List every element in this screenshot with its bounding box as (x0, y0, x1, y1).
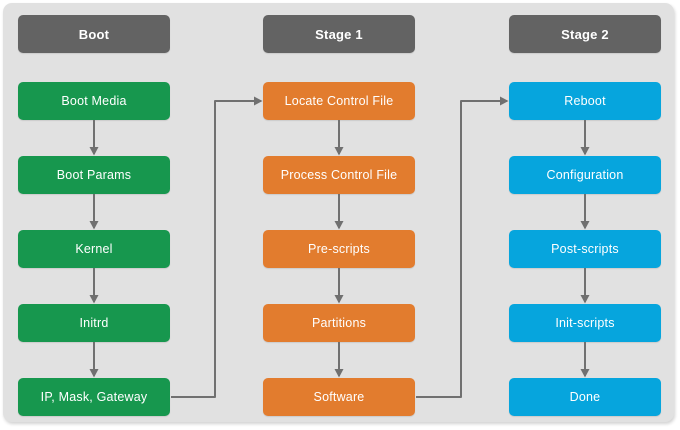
diagram-canvas (3, 3, 674, 422)
node-partitions: Partitions (263, 304, 415, 342)
node-reboot: Reboot (509, 82, 661, 120)
node-init-scripts: Init-scripts (509, 304, 661, 342)
node-ip-mask-gateway: IP, Mask, Gateway (18, 378, 170, 416)
column-header-stage2: Stage 2 (509, 15, 661, 53)
node-boot-params: Boot Params (18, 156, 170, 194)
node-post-scripts: Post-scripts (509, 230, 661, 268)
column-header-boot: Boot (18, 15, 170, 53)
node-software: Software (263, 378, 415, 416)
node-pre-scripts: Pre-scripts (263, 230, 415, 268)
node-done: Done (509, 378, 661, 416)
node-locate-control-file: Locate Control File (263, 82, 415, 120)
node-configuration: Configuration (509, 156, 661, 194)
column-header-stage1: Stage 1 (263, 15, 415, 53)
node-boot-media: Boot Media (18, 82, 170, 120)
node-initrd: Initrd (18, 304, 170, 342)
node-process-control-file: Process Control File (263, 156, 415, 194)
node-kernel: Kernel (18, 230, 170, 268)
